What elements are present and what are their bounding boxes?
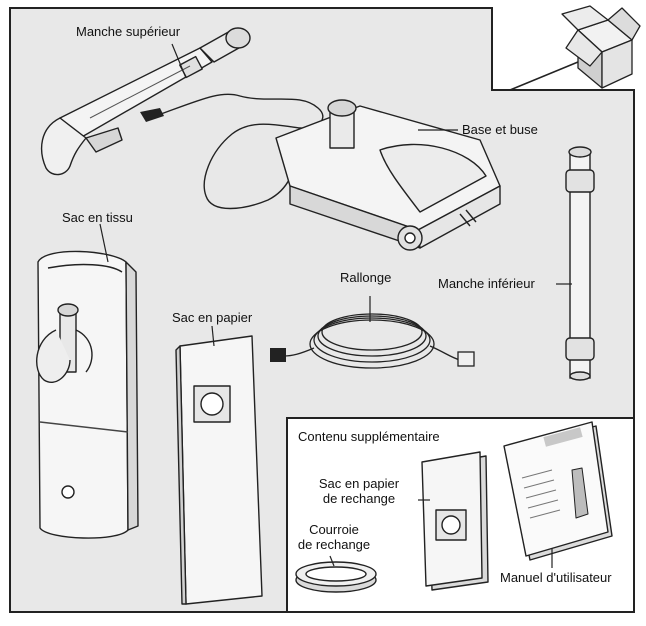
replacement-paper-bag-part — [421, 451, 489, 591]
box-leader-line — [509, 61, 579, 91]
upper-handle-part — [40, 27, 251, 176]
cloth-bag-leader — [99, 223, 109, 263]
handle-plug — [140, 108, 164, 122]
label-base-nozzle: Base et buse — [462, 122, 538, 137]
label-replacement-belt-line1: Courroie — [309, 522, 359, 537]
cloth-bag-part — [36, 250, 139, 539]
label-extra-contents: Contenu supplémentaire — [298, 429, 440, 444]
base-nozzle-part — [275, 99, 501, 251]
label-replacement-belt: Courroie de rechange — [284, 522, 384, 552]
label-cloth-bag: Sac en tissu — [62, 210, 133, 225]
user-manual-part — [503, 421, 613, 561]
label-replacement-belt-line2: de rechange — [297, 537, 371, 552]
label-replacement-paper-bag: Sac en papier de rechange — [304, 476, 414, 506]
upper-handle-leader — [171, 43, 187, 79]
cord-plug-right — [457, 351, 475, 367]
replacement-belt-part — [295, 561, 377, 593]
label-extension-cord: Rallonge — [340, 270, 392, 285]
label-upper-handle: Manche supérieur — [76, 24, 181, 39]
replacement-belt-leader — [329, 555, 335, 567]
handle-cord — [149, 93, 324, 210]
label-replacement-paper-bag-line2: de rechange — [322, 491, 396, 506]
label-user-manual: Manuel d'utilisateur — [500, 570, 612, 585]
paper-bag-part — [175, 335, 263, 605]
label-lower-handle: Manche inférieur — [438, 276, 535, 291]
label-replacement-paper-bag-line1: Sac en papier — [318, 476, 400, 491]
lower-handle-part — [565, 146, 595, 381]
shipping-box-icon — [561, 5, 641, 89]
cord-plug-left — [270, 348, 286, 362]
extension-cord-part — [283, 313, 461, 369]
paper-bag-leader — [211, 325, 215, 347]
label-paper-bag: Sac en papier — [172, 310, 253, 325]
